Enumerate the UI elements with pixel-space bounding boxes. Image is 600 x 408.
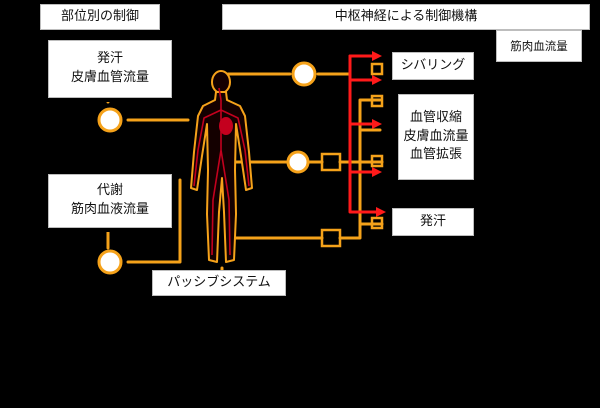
- left-lower-line-1: 代謝: [96, 183, 123, 199]
- connector-left-lower: [106, 178, 182, 264]
- connector-bottom: [230, 222, 384, 240]
- right-box-1-line-1: シバリング: [400, 57, 466, 73]
- red-arrows: [372, 51, 386, 217]
- connector-mid-branches: [358, 98, 382, 226]
- square-node-mid2: [370, 154, 384, 168]
- local-control-title-box: 部位別の制御: [40, 4, 160, 30]
- square-node-top: [370, 62, 384, 76]
- converter-box-bottom: [320, 228, 342, 248]
- passive-system-label: パッシブシステム: [167, 274, 271, 290]
- red-branch-mid: [348, 122, 374, 174]
- square-node-low: [370, 216, 384, 230]
- top-right-label-box: 筋肉血流量: [496, 30, 582, 62]
- arrow-up-left-lower: [104, 225, 112, 232]
- local-control-title: 部位別の制御: [60, 8, 139, 24]
- red-branch-top: [348, 54, 374, 82]
- heart: [219, 117, 233, 135]
- left-lower-line-2: 筋肉血液流量: [70, 202, 149, 217]
- passive-system-box: パッシブシステム: [152, 270, 286, 296]
- red-arrow-5: [376, 207, 386, 217]
- sensor-left-upper: [97, 107, 123, 133]
- right-box-2: 血管収縮 皮膚血流量 血管拡張: [398, 94, 474, 180]
- right-box-3-line-1: 発汗: [419, 213, 446, 229]
- central-control-title-box: 中枢神経による制御機構: [222, 4, 590, 30]
- sensor-left-lower: [97, 249, 123, 275]
- top-right-label: 筋肉血流量: [510, 38, 568, 53]
- left-upper-box: 発汗 皮膚血管流量: [48, 40, 172, 98]
- red-arrow-1: [372, 51, 382, 61]
- sensor-mid: [286, 150, 310, 174]
- central-control-title: 中枢神経による制御機構: [334, 8, 478, 24]
- sensor-circles: [97, 61, 317, 275]
- red-arrow-3: [372, 119, 382, 129]
- red-arrow-2: [372, 75, 382, 85]
- human-body-figure: [190, 70, 253, 263]
- left-upper-line-2: 皮膚血管流量: [70, 70, 149, 85]
- left-lower-box: 代謝 筋肉血液流量: [48, 174, 172, 228]
- right-box-2-line-1: 血管収縮: [409, 109, 462, 125]
- right-box-3: 発汗: [392, 208, 474, 236]
- converter-box-mid: [320, 152, 342, 172]
- left-upper-line-1: 発汗: [96, 51, 123, 67]
- red-trunk: [348, 54, 384, 214]
- red-arrow-4: [372, 167, 382, 177]
- orange-connectors: [106, 68, 384, 288]
- right-box-2-line-3: 血管拡張: [409, 147, 462, 163]
- red-control-path: [348, 54, 384, 214]
- square-nodes: [320, 62, 384, 248]
- right-box-1: シバリング: [392, 52, 474, 80]
- arrow-up-left-upper: [104, 95, 112, 102]
- sensor-top: [291, 61, 317, 87]
- body-vessels: [193, 87, 250, 256]
- square-node-mid1: [370, 94, 384, 108]
- human-body-outline: [190, 70, 253, 263]
- right-box-2-line-2: 皮膚血流量: [403, 128, 469, 144]
